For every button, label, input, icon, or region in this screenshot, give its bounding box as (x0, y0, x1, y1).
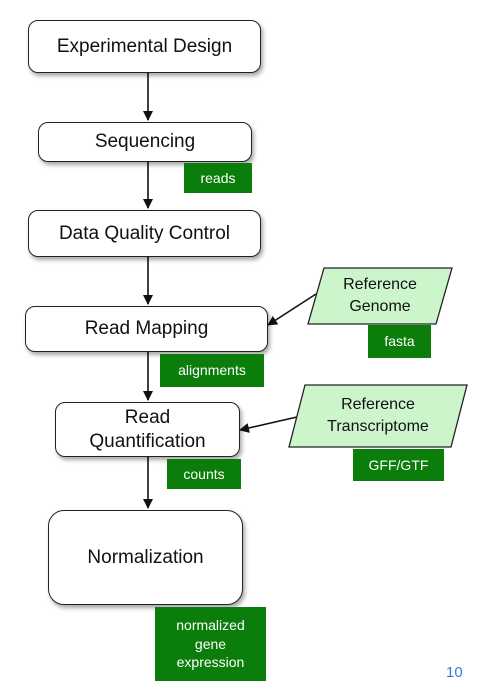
step-read-quantification: Read Quantification (55, 402, 240, 457)
step-experimental-design: Experimental Design (28, 20, 261, 73)
step-normalization: Normalization (48, 510, 243, 605)
step-label: Sequencing (94, 131, 196, 153)
step-label: Experimental Design (56, 35, 233, 57)
reference-genome: Reference Genome (307, 267, 453, 325)
step-label: Normalization (87, 546, 204, 568)
arrow-transcriptome-to-quantification (239, 416, 298, 433)
page-number: 10 (446, 664, 463, 681)
step-label: Read Mapping (84, 318, 209, 340)
format-tag-fasta: fasta (368, 325, 431, 358)
step-label-line2: Quantification (89, 430, 206, 452)
reference-parallelogram (288, 384, 468, 448)
step-data-quality-control: Data Quality Control (28, 210, 261, 257)
output-tag-alignments: alignments (160, 354, 264, 387)
reference-transcriptome: Reference Transcriptome (288, 384, 468, 448)
format-tag-gff-gtf: GFF/GTF (353, 449, 444, 481)
step-label-line1: Read (124, 406, 171, 428)
reference-parallelogram (307, 267, 453, 325)
output-tag-reads: reads (184, 163, 252, 193)
output-tag-normalized-gene-expression: normalized gene expression (155, 607, 266, 681)
step-sequencing: Sequencing (38, 122, 252, 162)
step-label: Data Quality Control (58, 222, 231, 244)
step-read-mapping: Read Mapping (25, 306, 268, 352)
output-tag-counts: counts (167, 459, 241, 489)
arrow-genome-to-mapping (267, 293, 317, 326)
